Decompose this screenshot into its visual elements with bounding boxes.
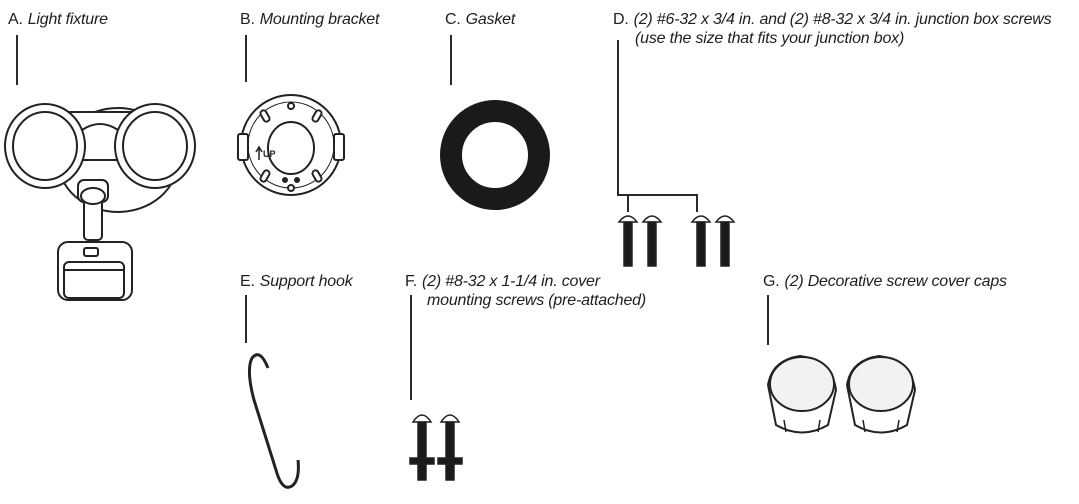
part-label-c: C.Gasket xyxy=(445,10,515,29)
support-hook-illustration xyxy=(247,353,300,489)
part-label-d: D.(2) #6-32 x 3/4 in. and (2) #8-32 x 3/… xyxy=(613,10,1052,48)
part-label-f: F.(2) #8-32 x 1-1/4 in. cover mounting s… xyxy=(405,272,646,310)
screw-cover-cap-1 xyxy=(766,354,838,434)
part-letter: B. xyxy=(240,11,255,28)
part-name: Mounting bracket xyxy=(259,11,380,28)
part-note: (use the size that fits your junction bo… xyxy=(635,30,905,47)
part-label-b: B.Mounting bracket xyxy=(240,10,379,29)
part-label-g: G.(2) Decorative screw cover caps xyxy=(763,272,1007,291)
part-letter: F. xyxy=(405,273,418,290)
part-name: (2) Decorative screw cover caps xyxy=(784,273,1008,290)
cover-mounting-screw-1 xyxy=(409,414,435,481)
part-letter: D. xyxy=(613,11,629,28)
part-name: (2) #6-32 x 3/4 in. and (2) #8-32 x 3/4 … xyxy=(633,11,1052,28)
cover-mounting-screw-2 xyxy=(437,414,463,481)
cover-mounting-screws-illustration xyxy=(409,414,463,481)
part-letter: A. xyxy=(8,11,23,28)
part-name: Support hook xyxy=(259,273,353,290)
junction-box-screw-2 xyxy=(641,215,663,267)
part-letter: E. xyxy=(240,273,255,290)
part-label-a: A.Light fixture xyxy=(8,10,108,29)
mounting-bracket-illustration: UP xyxy=(237,94,345,196)
part-name: (2) #8-32 x 1-1/4 in. cover xyxy=(422,273,600,290)
screw-cover-caps-illustration xyxy=(766,354,917,434)
junction-box-screw-4 xyxy=(714,215,736,267)
part-letter: C. xyxy=(445,11,461,28)
part-label-e: E.Support hook xyxy=(240,272,353,291)
bracket-up-mark: UP xyxy=(263,149,276,159)
leader-lines xyxy=(16,35,769,400)
light-fixture-illustration xyxy=(4,103,196,301)
junction-box-screw-3 xyxy=(690,215,712,267)
part-name-line2: mounting screws (pre-attached) xyxy=(427,292,646,309)
part-letter: G. xyxy=(763,273,780,290)
leader-line-d xyxy=(617,40,698,212)
screw-cover-cap-2 xyxy=(845,354,917,434)
part-name: Gasket xyxy=(465,11,516,28)
junction-box-screws-illustration xyxy=(617,215,736,267)
junction-box-screw-1 xyxy=(617,215,639,267)
part-name: Light fixture xyxy=(27,11,108,28)
gasket-illustration xyxy=(440,100,550,210)
